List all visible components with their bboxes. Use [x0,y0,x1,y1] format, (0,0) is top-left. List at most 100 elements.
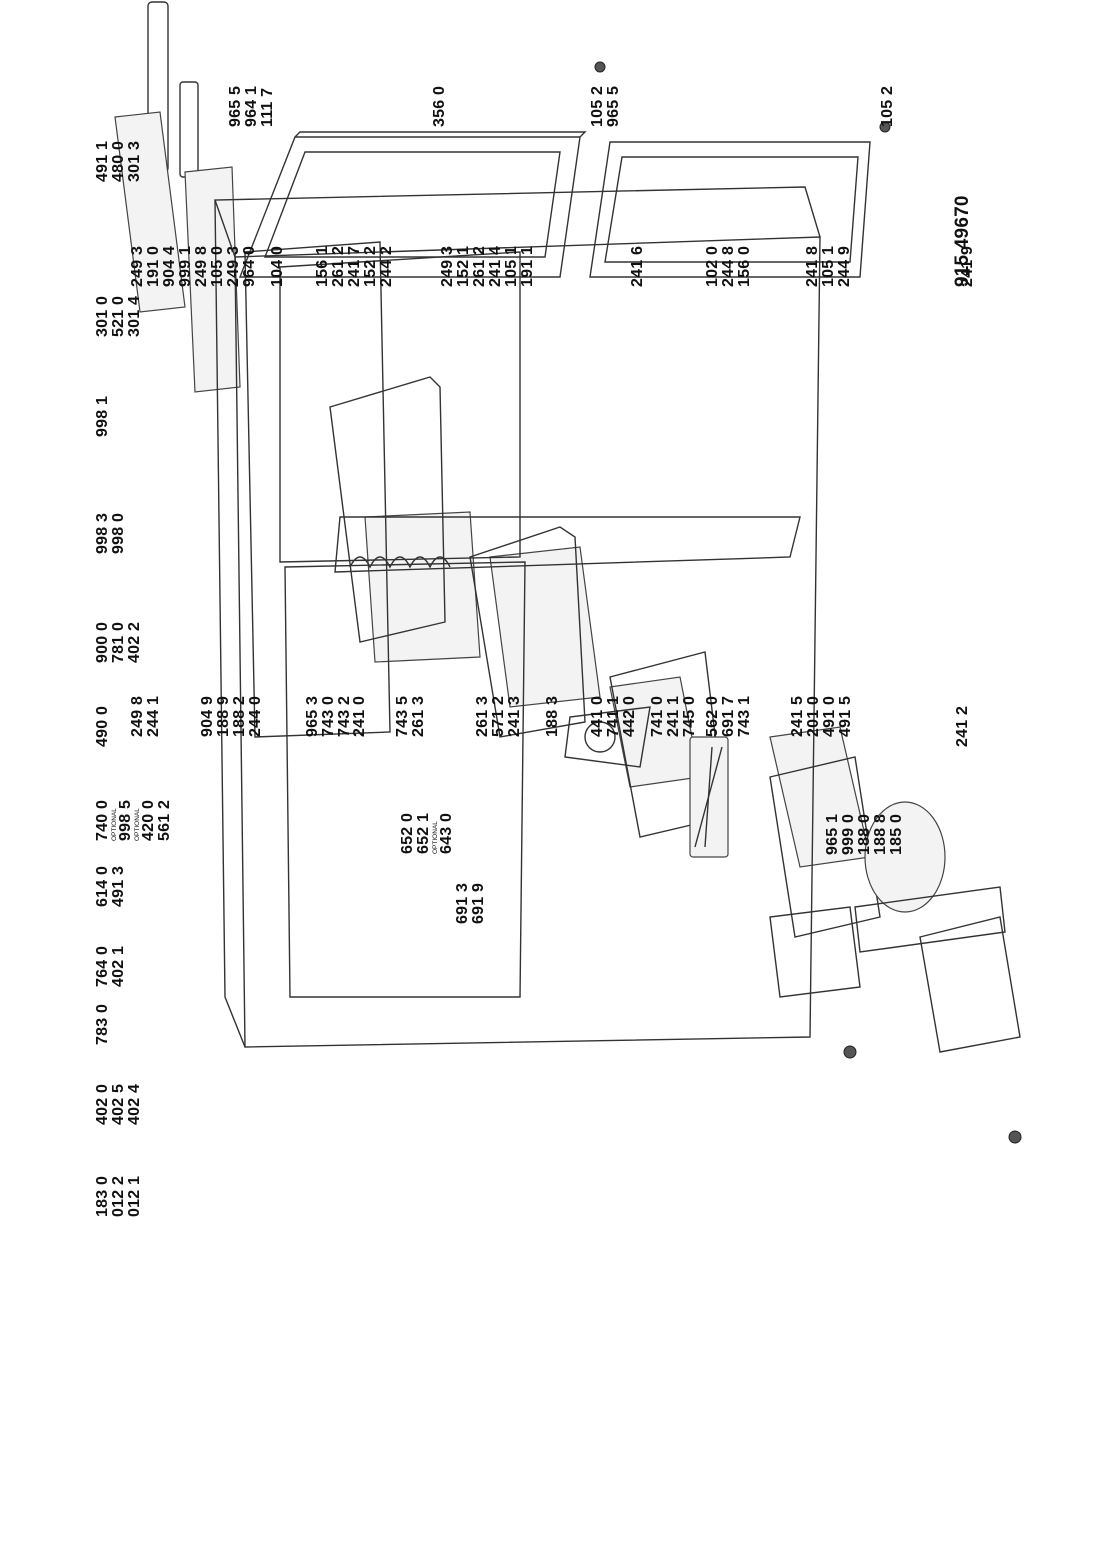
label-group-241-2: 241 2 [954,706,971,747]
label-group-900: 900 0 781 0 402 2 [94,621,143,663]
part-label: 241 4 [487,245,504,287]
part-label: 301 3 [126,140,143,182]
fridge-door-drawing [238,131,587,278]
label-group-402: 402 0 402 5 402 4 [94,1083,143,1125]
label-group-965-5: 965 5 964 1 111 7 [227,85,276,127]
label-group-743-5: 743 5 261 3 [394,695,427,737]
part-label: 561 2 [156,799,173,841]
label-group-249-3-mid: 249 3 152 1 261 2 241 4 105 1 191 1 [439,245,536,287]
part-label: 998 1 [94,395,111,437]
label-group-965-1: 965 1 999 0 188 0 188 8 185 0 [824,813,905,855]
compressor-drawing [769,801,946,998]
part-label: 480 0 [110,140,127,182]
part-label: 156 1 [314,245,331,287]
part-label: 249 3 [129,245,146,287]
part-label: 562 0 [704,695,721,737]
part-label: 741 1 [605,695,622,737]
label-group-241-0: 241 0 [351,696,368,737]
label-group-764: 764 0 402 1 [94,946,127,987]
part-label: 964 1 [243,85,260,127]
part-label: 571 2 [490,695,507,737]
part-label: 191 1 [519,245,536,287]
document-number: 915 49670 [952,195,973,287]
part-label: 745 0 [681,695,698,737]
part-label: 185 0 [888,813,905,855]
cabinet-body-drawing [214,186,821,1048]
part-label: 965 1 [824,813,841,855]
label-group-783: 783 0 [94,1003,111,1045]
part-label: 900 0 [94,621,111,663]
evaporator-drawing [689,736,729,858]
part-label: 111 7 [259,87,276,127]
part-label: 244 8 [720,245,737,287]
part-label: 012 1 [126,1175,143,1217]
label-group-105-2-b: 105 2 [879,86,896,127]
part-label: 643 0 [438,812,455,854]
glass-shelves-drawing [114,111,871,868]
label-group-188-3: 188 3 [544,696,561,737]
part-label: 965 5 [605,85,622,127]
part-label: 152 2 [362,245,379,287]
label-group-top-door: 491 1 480 0 301 3 [94,140,143,182]
part-label: 691 9 [470,882,487,924]
part-label: 781 0 [110,621,127,663]
part-label: 261 3 [474,695,491,737]
part-label: 998 0 [110,512,127,554]
label-group-105-2-a: 105 2 965 5 [589,85,622,127]
part-label: 241 6 [629,245,646,287]
part-label: 183 0 [94,1175,111,1217]
label-group-183: 183 0 012 2 012 1 [94,1175,143,1217]
base-plate-drawing [854,886,1006,953]
label-group-965-3: 965 3 743 0 743 2 [304,695,353,737]
part-label: 249 3 [439,245,456,287]
small-parts-drawing [594,61,1022,1144]
part-label: 743 0 [320,695,337,737]
part-label: 301 0 [94,295,111,337]
part-label: 904 4 [161,245,178,287]
part-label: 188 8 [872,813,889,855]
part-label: 102 0 [704,245,721,287]
part-label: 261 3 [410,695,427,737]
part-label: 965 3 [304,695,321,737]
label-group-356: 356 0 [431,86,448,127]
label-group-241-6: 241 6 [629,245,646,287]
part-label: 244 0 [247,695,264,737]
part-label: 741 0 [649,695,666,737]
label-group-562: 562 0 691 7 743 1 [704,695,753,737]
part-label: 249 8 [129,695,146,737]
part-label: 783 0 [94,1003,111,1045]
part-label: 105 2 [589,85,606,127]
label-group-156-1: 156 1 261 2 241 7 152 2 244 2 [314,245,395,287]
air-duct-panel-drawing [244,241,391,738]
part-label: 261 2 [330,245,347,287]
part-label: 105 1 [503,245,520,287]
part-label: 743 1 [736,695,753,737]
part-label: 188 2 [231,695,248,737]
part-label: 998 3 [94,512,111,554]
condenser-coil-drawing [334,516,801,573]
part-label: 442 0 [621,695,638,737]
part-label: 241 5 [789,695,806,737]
part-label: 241 1 [665,695,682,737]
label-group-241-8: 241 8 105 1 244 9 [804,246,853,287]
optional-part-420-0: OPTIONAL 420 0 [134,800,157,841]
part-label: 904 9 [199,695,216,737]
label-group-249-3-top: 249 3 191 0 904 4 999 1 249 8 105 0 249 … [129,245,258,287]
part-label: 743 5 [394,695,411,737]
label-group-998-1: 998 1 [94,395,111,437]
part-label: 152 1 [455,245,472,287]
part-label: 402 0 [94,1083,111,1125]
part-label: 402 4 [126,1083,143,1125]
label-group-102: 102 0 244 8 156 0 [704,245,753,287]
part-label: 249 3 [225,245,242,287]
part-label: 241 7 [346,245,363,287]
part-label: 964 0 [241,245,258,287]
label-group-614: 614 0 491 3 [94,866,127,907]
label-group-241-5: 241 5 201 0 491 0 491 5 [789,695,854,737]
part-label: 491 1 [94,140,111,182]
label-group-740: 740 0 OPTIONAL 998 5 OPTIONAL 420 0 561 … [94,799,173,841]
part-label: 249 8 [193,245,210,287]
part-label: 999 0 [840,813,857,855]
part-label: 965 5 [227,85,244,127]
part-label: 740 0 [94,799,111,841]
